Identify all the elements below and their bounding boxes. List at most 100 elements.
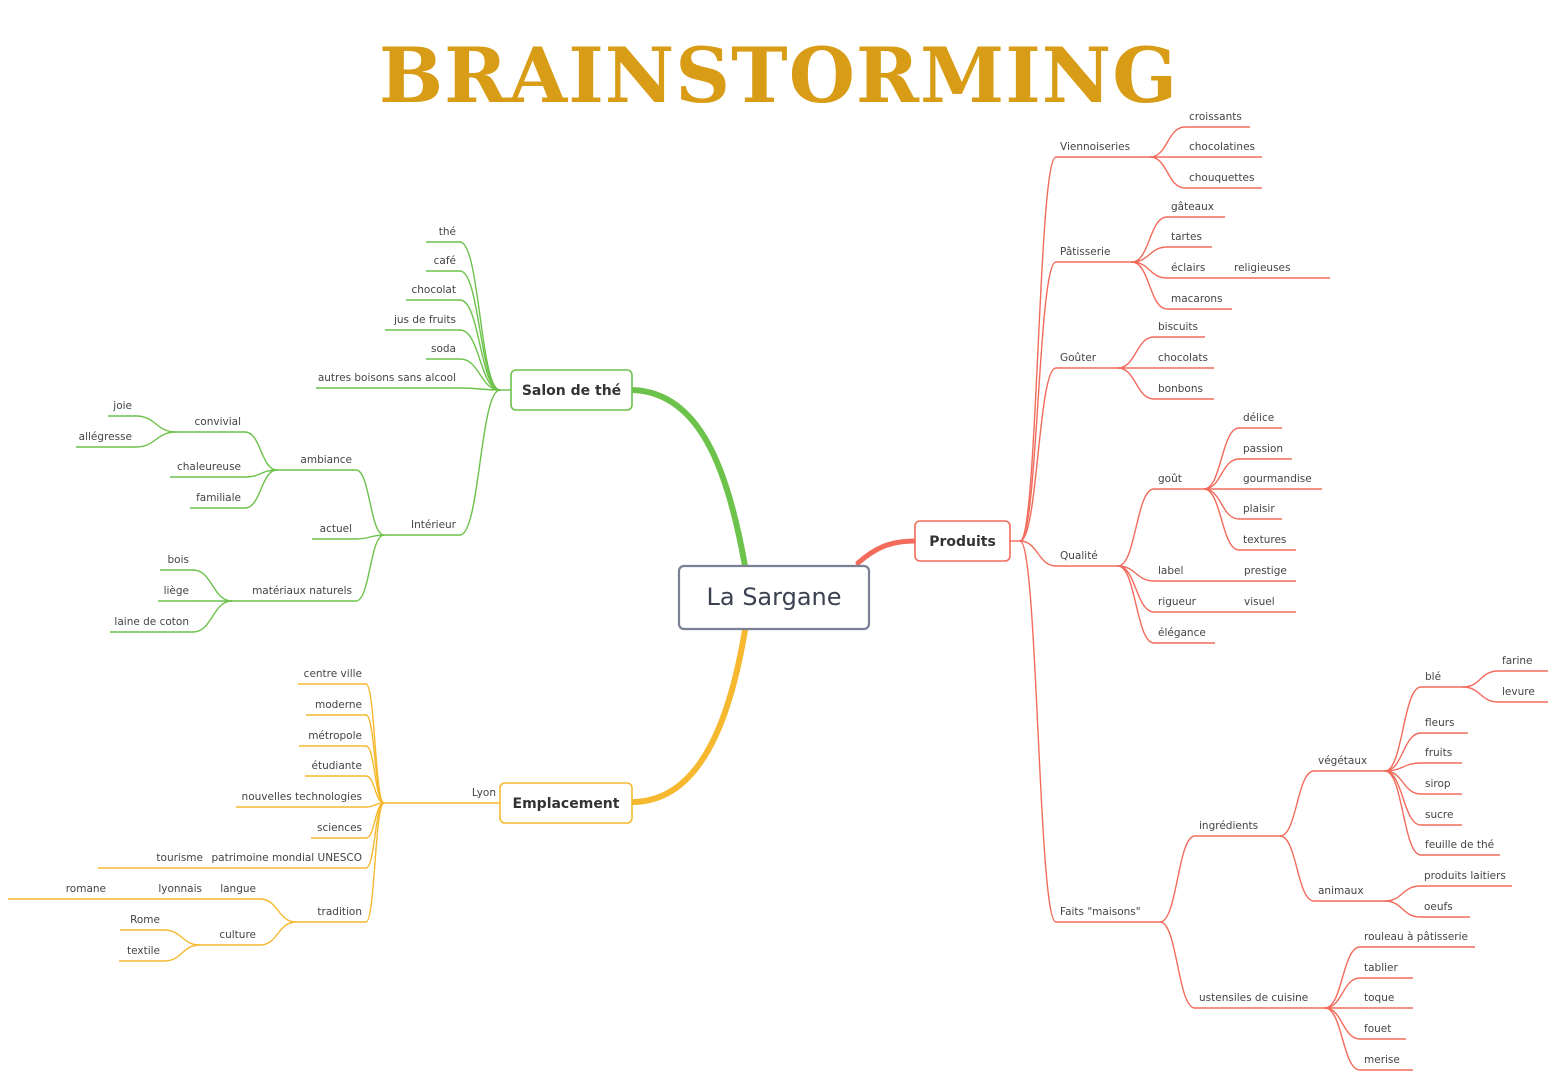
topic-textures[interactable]: textures	[1239, 534, 1296, 551]
topic-label[interactable]: label	[1154, 565, 1240, 582]
topic-nouvelles-technologies[interactable]: nouvelles technologies	[236, 791, 366, 808]
topic-feuille-de-the[interactable]: feuille de thé	[1421, 839, 1500, 856]
topic-metropole[interactable]: métropole	[299, 730, 366, 747]
topic-eclairs[interactable]: éclairs	[1167, 262, 1230, 279]
topic-label: Pâtisserie	[1060, 246, 1110, 258]
topic-ble[interactable]: blé	[1421, 671, 1463, 688]
topic-soda[interactable]: soda	[426, 343, 460, 360]
topic-gout[interactable]: goût	[1154, 473, 1204, 490]
topic-sucre[interactable]: sucre	[1421, 809, 1462, 826]
topic-chocolats[interactable]: chocolats	[1154, 352, 1214, 369]
topic-label: centre ville	[304, 668, 362, 680]
topic-animaux[interactable]: animaux	[1314, 885, 1385, 902]
main-topic-produits[interactable]: Produits	[914, 520, 1011, 562]
topic-textile[interactable]: textile	[119, 945, 164, 962]
topic-vegetaux[interactable]: végétaux	[1314, 755, 1385, 772]
topic-plaisir[interactable]: plaisir	[1239, 503, 1282, 520]
topic-materiaux-naturels[interactable]: matériaux naturels	[232, 585, 356, 602]
topic-label: prestige	[1244, 565, 1287, 577]
topic-label: thé	[439, 226, 456, 238]
topic-patisserie[interactable]: Pâtisserie	[1056, 246, 1132, 263]
connector	[135, 415, 177, 433]
topic-visuel[interactable]: visuel	[1240, 596, 1296, 613]
topic-label: feuille de thé	[1425, 839, 1494, 851]
connector	[1324, 977, 1361, 1009]
topic-merise[interactable]: merise	[1360, 1054, 1413, 1071]
topic-chocolatines[interactable]: chocolatines	[1185, 141, 1262, 158]
topic-cafe[interactable]: café	[426, 255, 460, 272]
topic-tartes[interactable]: tartes	[1167, 231, 1212, 248]
topic-romane[interactable]: romane	[8, 883, 110, 900]
topic-ambiance[interactable]: ambiance	[277, 454, 356, 471]
topic-interieur[interactable]: Intérieur	[384, 519, 460, 536]
topic-farine[interactable]: farine	[1498, 655, 1548, 672]
topic-joie[interactable]: joie	[108, 400, 136, 417]
topic-bonbons[interactable]: bonbons	[1154, 383, 1214, 400]
connector	[1324, 1007, 1361, 1040]
topic-tablier[interactable]: tablier	[1360, 962, 1413, 979]
topic-rome[interactable]: Rome	[120, 914, 164, 931]
topic-produits-laitiers[interactable]: produits laitiers	[1420, 870, 1512, 887]
topic-label: merise	[1364, 1054, 1400, 1066]
connector	[459, 270, 501, 391]
topic-culture[interactable]: culture	[200, 929, 260, 946]
topic-chocolat[interactable]: chocolat	[406, 284, 460, 301]
topic-elegance[interactable]: élégance	[1154, 627, 1215, 644]
connector	[1149, 156, 1186, 189]
topic-faits-maisons[interactable]: Faits "maisons"	[1056, 906, 1160, 923]
topic-sciences[interactable]: sciences	[311, 822, 366, 839]
central-topic[interactable]: La Sargane	[677, 564, 871, 631]
topic-lyon[interactable]: Lyon	[384, 787, 500, 804]
topic-toque[interactable]: toque	[1360, 992, 1413, 1009]
topic-ingredients[interactable]: ingrédients	[1195, 820, 1280, 837]
topic-fruits[interactable]: fruits	[1421, 747, 1462, 764]
main-topic-emplacement[interactable]: Emplacement	[499, 782, 633, 824]
topic-etudiante[interactable]: étudiante	[305, 760, 366, 777]
topic-rigueur[interactable]: rigueur	[1154, 596, 1240, 613]
topic-label: tablier	[1364, 962, 1399, 974]
topic-chouquettes[interactable]: chouquettes	[1185, 172, 1262, 189]
topic-gourmandise[interactable]: gourmandise	[1239, 473, 1322, 490]
topic-biscuits[interactable]: biscuits	[1154, 321, 1205, 338]
topic-the[interactable]: thé	[426, 226, 460, 243]
topic-chaleureuse[interactable]: chaleureuse	[170, 461, 245, 478]
topic-familiale[interactable]: familiale	[190, 492, 245, 509]
topic-fleurs[interactable]: fleurs	[1421, 717, 1468, 734]
connector	[1131, 261, 1168, 310]
topic-macarons[interactable]: macarons	[1167, 293, 1232, 310]
topic-label: nouvelles technologies	[242, 791, 362, 803]
topic-actuel[interactable]: actuel	[312, 523, 356, 540]
topic-autres-boisons-sans-alcool[interactable]: autres boisons sans alcool	[316, 372, 460, 389]
topic-patrimoine-mondial-unesco[interactable]: patrimoine mondial UNESCO	[207, 852, 366, 869]
topic-rouleau-a-patisserie[interactable]: rouleau à pâtisserie	[1360, 931, 1475, 948]
topic-langue[interactable]: langue	[206, 883, 260, 900]
topic-liege[interactable]: liège	[158, 585, 193, 602]
topic-delice[interactable]: délice	[1239, 412, 1282, 429]
topic-centre-ville[interactable]: centre ville	[298, 668, 366, 685]
topic-religieuses[interactable]: religieuses	[1230, 262, 1330, 279]
topic-bois[interactable]: bois	[160, 554, 193, 571]
topic-qualite[interactable]: Qualité	[1056, 550, 1118, 567]
topic-gateaux[interactable]: gâteaux	[1167, 201, 1225, 218]
topic-prestige[interactable]: prestige	[1240, 565, 1296, 582]
topic-fouet[interactable]: fouet	[1360, 1023, 1406, 1040]
topic-label: blé	[1425, 671, 1441, 683]
topic-ustensiles-de-cuisine[interactable]: ustensiles de cuisine	[1195, 992, 1325, 1009]
topic-tourisme[interactable]: tourisme	[98, 852, 207, 869]
topic-levure[interactable]: levure	[1498, 686, 1548, 703]
topic-viennoiseries[interactable]: Viennoiseries	[1056, 141, 1150, 158]
topic-croissants[interactable]: croissants	[1185, 111, 1250, 128]
topic-allegresse[interactable]: allégresse	[76, 431, 136, 448]
topic-convivial[interactable]: convivial	[176, 416, 245, 433]
main-topic-salon-de-the[interactable]: Salon de thé	[510, 369, 633, 411]
topic-passion[interactable]: passion	[1239, 443, 1292, 460]
topic-moderne[interactable]: moderne	[306, 699, 366, 716]
topic-jus-de-fruits[interactable]: jus de fruits	[385, 314, 460, 331]
topic-lyonnais[interactable]: lyonnais	[110, 883, 206, 900]
topic-oeufs[interactable]: oeufs	[1420, 901, 1470, 918]
topic-laine-de-coton[interactable]: laine de coton	[110, 616, 193, 633]
topic-label: sciences	[317, 822, 362, 834]
topic-gouter[interactable]: Goûter	[1056, 352, 1118, 369]
topic-sirop[interactable]: sirop	[1421, 778, 1462, 795]
topic-tradition[interactable]: tradition	[296, 906, 366, 923]
